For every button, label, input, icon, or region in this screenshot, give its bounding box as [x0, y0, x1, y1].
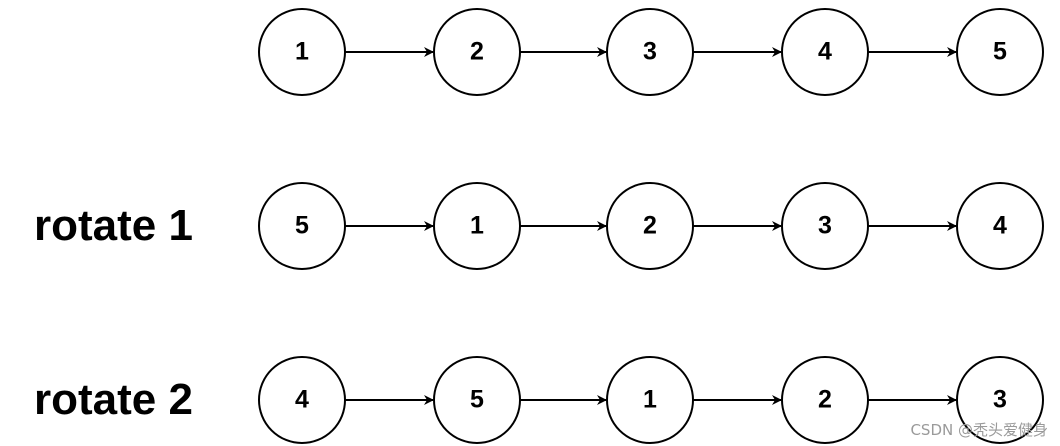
- list-node-0-4: [956, 8, 1044, 96]
- list-node-value: 2: [643, 212, 657, 240]
- list-node-2-0: [258, 356, 346, 444]
- list-node-value: 2: [818, 386, 832, 414]
- list-row-2: 4 5 1 2 3: [258, 356, 1044, 444]
- list-node-value: 4: [818, 38, 832, 66]
- list-node-0-1: [433, 8, 521, 96]
- watermark: CSDN @秃头爱健身: [910, 421, 1048, 439]
- list-node-value: 3: [818, 212, 832, 240]
- list-node-value: 4: [993, 212, 1007, 240]
- list-node-1-1: [433, 182, 521, 270]
- list-node-0-0: [258, 8, 346, 96]
- list-node-value: 1: [470, 212, 484, 240]
- list-node-value: 5: [470, 386, 484, 414]
- list-node-1-3: [781, 182, 869, 270]
- list-node-value: 5: [993, 38, 1007, 66]
- list-node-value: 5: [295, 212, 309, 240]
- list-node-1-2: [606, 182, 694, 270]
- list-node-1-0: [258, 182, 346, 270]
- list-node-value: 1: [295, 38, 309, 66]
- list-node-2-3: [781, 356, 869, 444]
- list-node-value: 4: [295, 386, 309, 414]
- list-node-2-2: [606, 356, 694, 444]
- list-node-value: 3: [643, 38, 657, 66]
- list-node-2-1: [433, 356, 521, 444]
- list-node-1-4: [956, 182, 1044, 270]
- row-label-rotate-1: rotate 1: [34, 201, 193, 250]
- list-node-2-4: [956, 356, 1044, 444]
- list-row-0: 1 2 3 4 5: [258, 8, 1044, 96]
- list-node-0-2: [606, 8, 694, 96]
- list-node-value: 2: [470, 38, 484, 66]
- row-label-rotate-2: rotate 2: [34, 375, 193, 424]
- list-node-0-3: [781, 8, 869, 96]
- list-node-value: 1: [643, 386, 657, 414]
- list-row-1: 5 1 2 3 4: [258, 182, 1044, 270]
- list-node-value: 3: [993, 386, 1007, 414]
